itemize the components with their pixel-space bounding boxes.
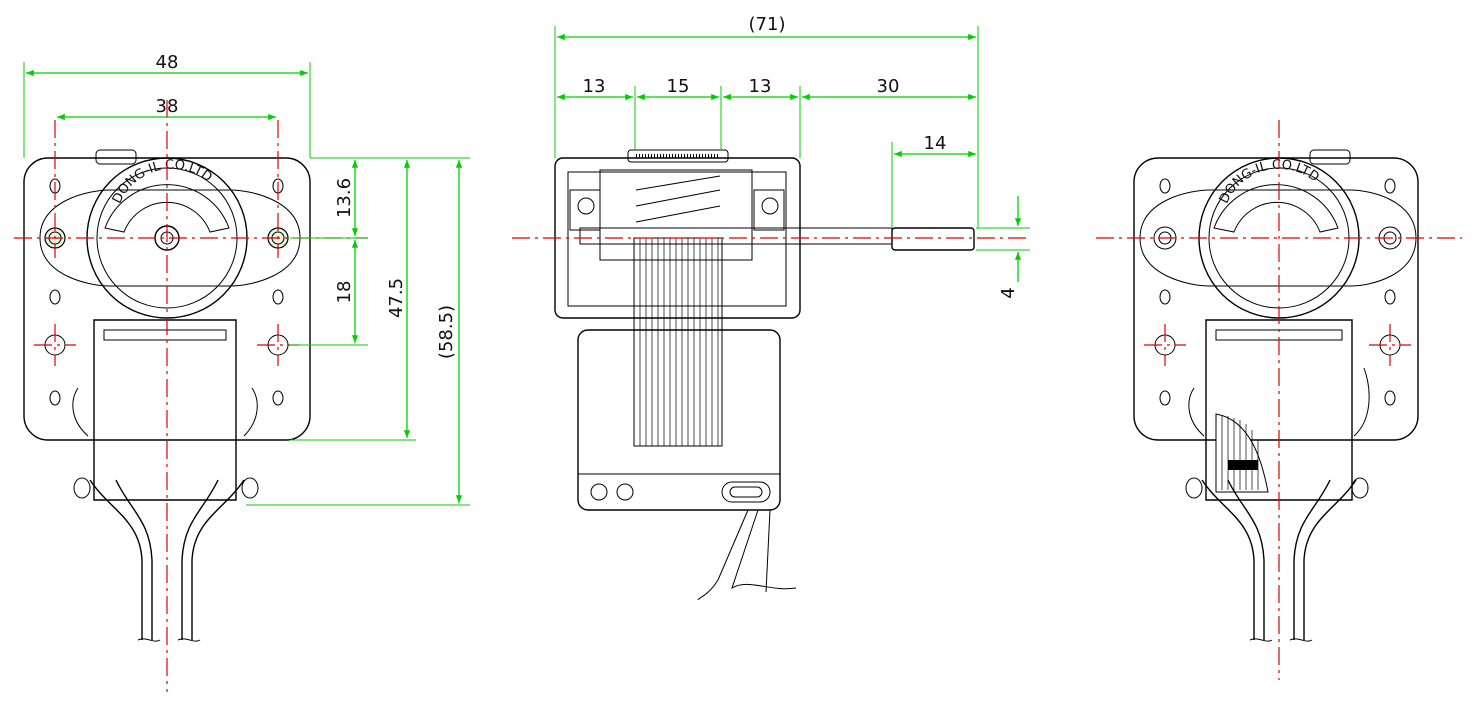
dim-13-6: 13.6	[334, 178, 355, 218]
rear-emboss-text: DONG-IL CO.LTD	[1217, 158, 1322, 206]
dim-47-5: 47.5	[386, 278, 407, 318]
side-shaft	[579, 227, 893, 245]
side-shaft-tip	[891, 227, 975, 251]
front-dimensions	[23, 62, 470, 506]
side-view	[554, 149, 975, 601]
side-laminations	[633, 237, 723, 447]
rear-center-lines	[1096, 120, 1462, 680]
dim-58-5: (58.5)	[436, 305, 457, 359]
side-coil-body	[577, 329, 781, 511]
dim-hole-spacing: 38	[156, 96, 179, 117]
dim-overall-width: 48	[156, 52, 179, 73]
dim-shaft-diameter: 4	[998, 287, 1019, 298]
dim-shaft-length: 14	[924, 133, 947, 154]
rear-mounting-plate	[1133, 157, 1419, 441]
side-dimensions	[554, 26, 1030, 282]
rear-view: DONG-IL CO.LTD	[1133, 149, 1419, 642]
dim-overall-length: (71)	[749, 14, 786, 35]
rear-bracket	[1205, 319, 1353, 501]
front-bracket	[93, 319, 237, 501]
dim-seg-1: 13	[583, 76, 606, 97]
dim-18: 18	[334, 281, 355, 304]
dim-seg-4: 30	[877, 76, 900, 97]
dim-seg-2: 15	[667, 76, 690, 97]
dim-seg-3: 13	[749, 76, 772, 97]
